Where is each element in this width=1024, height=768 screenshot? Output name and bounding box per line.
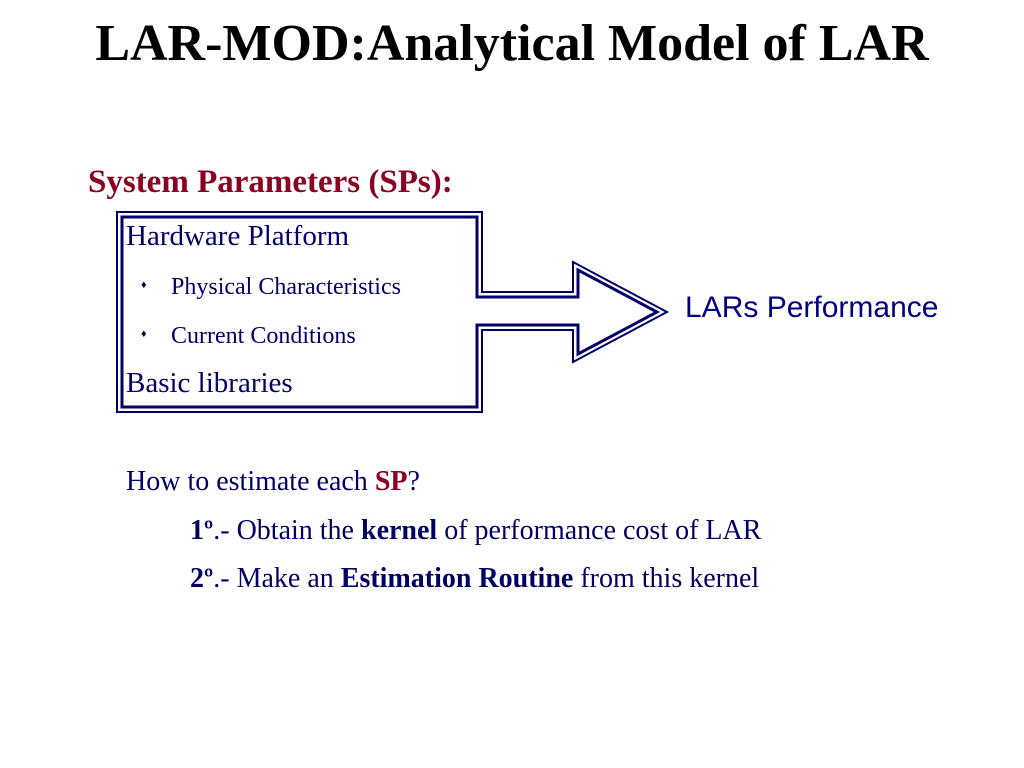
box-arrow-outer-outline — [116, 211, 670, 413]
physical-characteristics-label: Physical Characteristics — [171, 274, 401, 300]
step-2-pre: .- Make an — [213, 563, 341, 594]
step-2-number: 2º — [190, 563, 214, 594]
list-item: ♦ Current Conditions — [141, 323, 356, 350]
diamond-bullet-icon: ♦ — [141, 279, 147, 292]
list-item: ♦ Physical Characteristics — [141, 274, 401, 301]
step-2-keyword: Estimation Routine — [340, 563, 574, 594]
step-1: 1º.- Obtain the kernel of performance co… — [190, 515, 761, 547]
hardware-platform-label: Hardware Platform — [126, 220, 350, 252]
step-2-post: from this kernel — [573, 563, 760, 594]
step-1-post: of performance cost of LAR — [437, 515, 762, 546]
question-suffix: ? — [407, 466, 420, 497]
step-2: 2º.- Make an Estimation Routine from thi… — [190, 563, 759, 595]
box-arrow-inner-outline — [120, 215, 661, 409]
step-1-keyword: kernel — [361, 515, 438, 546]
lars-performance-label: LARs Performance — [685, 291, 939, 324]
basic-libraries-label: Basic libraries — [126, 367, 293, 399]
current-conditions-label: Current Conditions — [171, 323, 356, 349]
system-parameters-heading: System Parameters (SPs): — [88, 164, 453, 200]
step-1-pre: .- Obtain the — [213, 515, 361, 546]
question-prefix: How to estimate each — [126, 466, 375, 497]
slide-title: LAR-MOD:Analytical Model of LAR — [95, 15, 929, 72]
estimation-question: How to estimate each SP? — [126, 466, 420, 498]
step-1-number: 1º — [190, 515, 214, 546]
diamond-bullet-icon: ♦ — [141, 328, 147, 341]
question-highlight: SP — [374, 466, 408, 497]
